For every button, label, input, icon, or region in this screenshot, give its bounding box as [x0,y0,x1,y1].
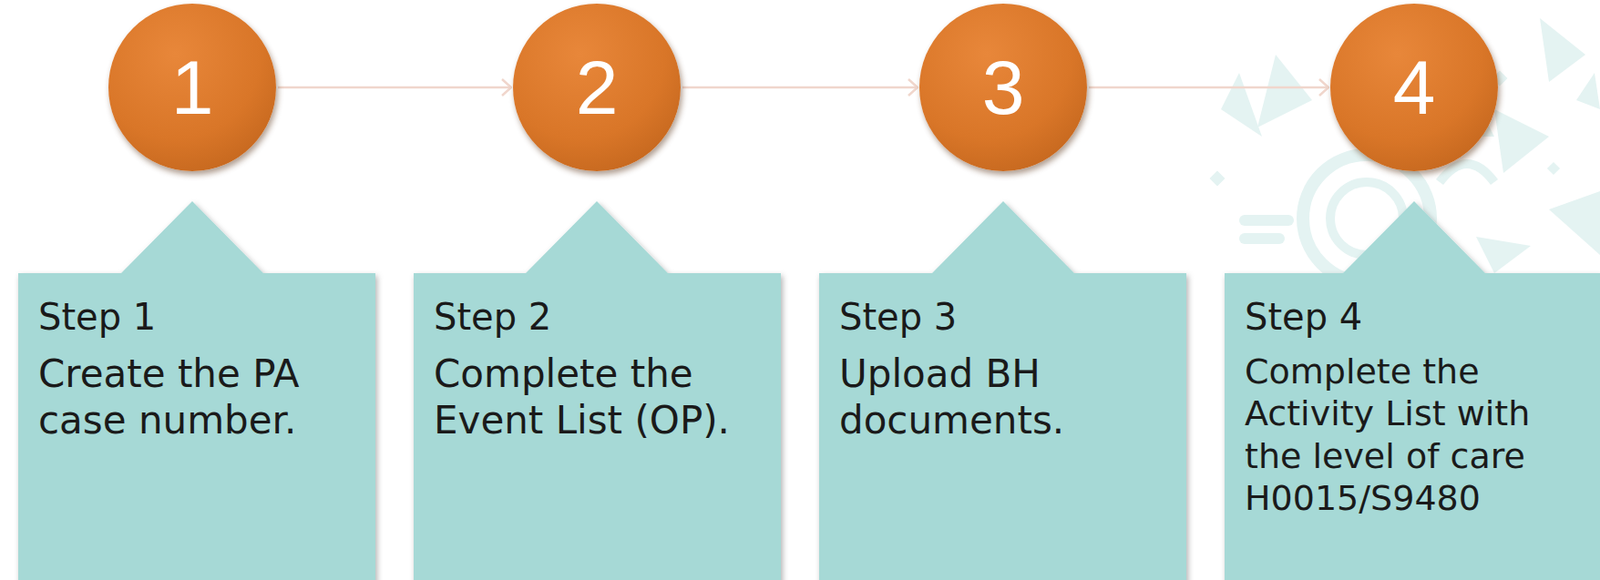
step-heading: Step 1 [38,295,356,340]
step-number: 3 [982,49,1026,126]
flow-arrow [277,86,512,90]
flow-arrow [1088,86,1329,90]
step-callout-box: Step 1 Create the PA case number. [18,201,376,580]
step-description: Complete the Activity List with the leve… [1244,350,1580,520]
callout-fill [1224,201,1600,580]
callout-text-area: Step 2 Complete the Event List (OP). [413,295,781,444]
step-number-circle: 3 [919,3,1088,172]
callout-text-area: Step 1 Create the PA case number. [18,295,376,444]
step-number-circle: 4 [1330,3,1498,172]
step-callout-box: Step 4 Complete the Activity List with th… [1224,201,1600,580]
step-callout-box: Step 2 Complete the Event List (OP). [413,201,781,580]
step-callout-box: Step 3 Upload BH documents. [819,201,1187,580]
step-description: Upload BH documents. [839,350,1167,444]
step-description: Create the PA case number. [38,350,356,444]
callout-fill [819,201,1187,580]
step-heading: Step 2 [433,295,761,340]
step-number-circle: 1 [108,3,277,172]
flow-arrow [682,86,918,90]
step-number: 1 [171,49,215,126]
callout-text-area: Step 3 Upload BH documents. [819,295,1187,444]
step-heading: Step 3 [839,295,1167,340]
step-heading: Step 4 [1244,295,1580,340]
callout-fill [413,201,781,580]
step-number: 4 [1393,49,1436,126]
callout-fill [18,201,376,580]
step-number: 2 [575,49,619,126]
step-description: Complete the Event List (OP). [433,350,761,444]
callout-text-area: Step 4 Complete the Activity List with th… [1224,295,1600,520]
step-number-circle: 2 [512,3,681,172]
